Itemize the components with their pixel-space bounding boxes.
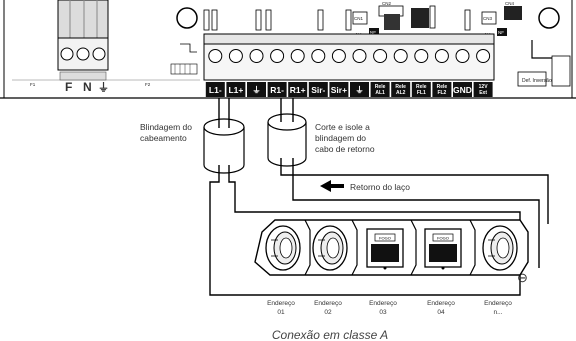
terminal-screw [414,49,429,63]
terminal-label-box [370,82,390,97]
terminal-label-box [329,82,349,97]
terminal-label: ⏚ [252,85,261,95]
detector-label: Endereço [369,300,397,307]
minus-symbol: ⊖ [517,270,528,285]
terminal-label-box [247,82,266,97]
terminal-screw [434,49,449,63]
terminal-screw [373,49,388,63]
shield-right-label-line3: cabo de retorno [315,144,375,154]
shield-right-label-line1: Corte e isole a [315,122,370,132]
terminal-label: ⏚ [355,85,364,95]
detector-address: n... [493,309,502,316]
detector-3: FOGO Endereço 03 [366,228,404,316]
shield-ring-left [203,118,245,174]
terminal-label: Sir+ [331,85,347,95]
terminal-label: R1+ [290,85,306,95]
terminal-screw [228,49,243,63]
detector-label: Endereço [267,300,295,307]
detector-4: FOGO Endereço 04 [424,228,462,316]
fuse-label-f2: F2 [145,82,151,87]
terminal-label: L1- [209,85,222,95]
return-label: Retorno do laço [350,182,410,192]
terminal-label: R1- [270,85,284,95]
mains-label-f: F [65,80,72,94]
detector-label: Endereço [484,300,512,307]
button-text: FOGO [379,236,391,241]
control-board [0,0,576,99]
detector-label: Endereço [314,300,342,307]
connector-label-cn2: CN2 [382,1,391,6]
shield-left-label-line1: Blindagem do [140,122,192,132]
terminal-screw [249,49,264,63]
shield-ring-right [267,113,307,167]
detector-address: 03 [379,309,387,316]
terminal-label-box [473,82,493,97]
relay-label-nf-2: NF [498,30,504,35]
terminal-screw [331,49,346,63]
mains-label-earth: ⏚ [98,81,109,94]
terminal-label-box [205,82,225,97]
terminal-screw [476,49,491,63]
terminal-label-box [350,82,369,97]
terminal-screw [208,49,223,63]
board-components [170,5,571,87]
terminal-label-box [288,82,308,97]
terminal-label-box [226,82,246,97]
terminal-label: L1+ [228,85,243,95]
terminal-label-box [411,82,431,97]
shield-right-label-line2: blindagem do [315,133,366,143]
mains-label-n: N [83,80,92,94]
terminal-label-box [308,82,328,97]
terminal-screw [455,49,470,63]
terminal-label-box [267,82,287,97]
shield-left-label-line2: cabeamento [140,133,187,143]
terminal-screw [393,49,408,63]
terminal-screw [311,49,326,63]
detector-5: Endereço n... [482,225,518,316]
button-text: FOGO [437,236,449,241]
terminal-screw [290,49,305,63]
terminal-screw [270,49,285,63]
detector-2: Endereço 02 [312,225,348,316]
inversion-label: Def. Inversão [522,78,552,84]
fuse-label-f1: F1 [30,82,36,87]
diagram-caption: Conexão em classe A [272,328,388,341]
loop-terminal-block [203,33,495,81]
loop-wires [209,98,549,296]
connector-label-cn1: CN1 [354,16,363,21]
terminal-label-box [432,82,452,97]
connector-label-cn3: CN3 [483,16,492,21]
detector-address: 04 [437,309,445,316]
connector-label-cn4: CN4 [505,1,514,6]
terminal-label-box [453,82,472,97]
detector-address: 01 [277,309,285,316]
detector-1: Endereço 01 [265,225,301,316]
mains-terminal-block [57,0,109,81]
detector-address: 02 [324,309,332,316]
terminal-screw [352,49,367,63]
terminal-label-box [391,82,411,97]
terminal-label: GND [453,85,472,95]
detector-label: Endereço [427,300,455,307]
terminal-label: Sir- [311,85,325,95]
relay-label-nf-1: NF [370,30,376,35]
return-arrow [320,180,344,192]
